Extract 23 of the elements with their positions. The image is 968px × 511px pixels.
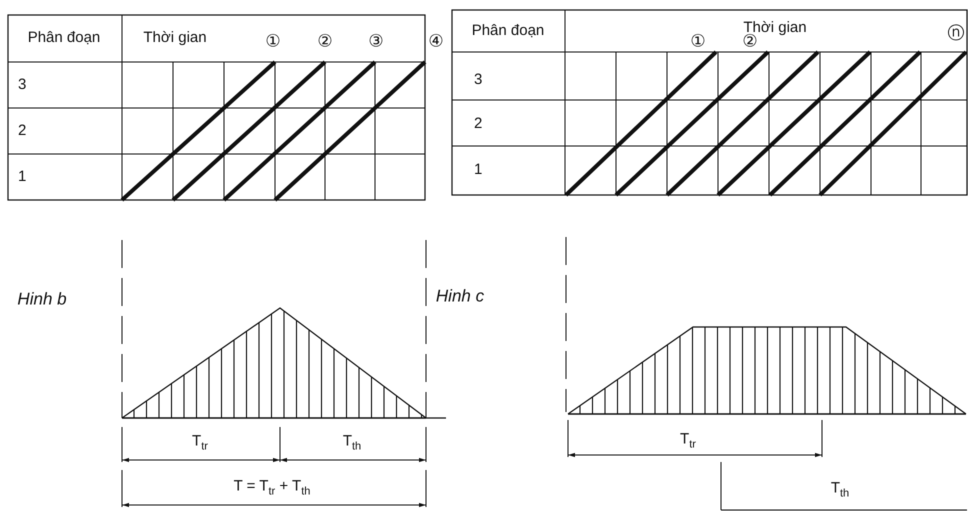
- circled-number: ②: [742, 32, 758, 52]
- circled-number: ③: [368, 32, 384, 52]
- row-number: 2: [474, 116, 482, 132]
- circled-number: ①: [690, 32, 706, 52]
- circled-number: ④: [428, 32, 444, 52]
- row-number: 3: [18, 76, 26, 94]
- column-header: Phân đoạn: [472, 22, 544, 40]
- row-number: 1: [18, 168, 26, 186]
- column-header: Phân đoạn: [28, 30, 100, 46]
- circled-number: ②: [317, 32, 333, 52]
- row-number: 2: [18, 122, 26, 140]
- figure-label: Hinh c: [436, 288, 484, 306]
- circled-number: ①: [265, 32, 281, 52]
- row-number: 1: [474, 162, 482, 178]
- dimension-label: T$_{th}$: [342, 433, 362, 453]
- figure-label: Hinh b: [17, 290, 67, 310]
- dimension-label: T$_{tr}$: [680, 431, 696, 451]
- circled-number: ⓝ: [948, 24, 964, 44]
- dimension-label: T$_{tr}$: [192, 433, 208, 453]
- dimension-label: T$_{th}$: [830, 480, 850, 500]
- column-header: Thời gian: [143, 30, 207, 46]
- formula: T = T$_{tr}$ + T$_{th}$: [234, 478, 310, 498]
- row-number: 3: [474, 72, 482, 88]
